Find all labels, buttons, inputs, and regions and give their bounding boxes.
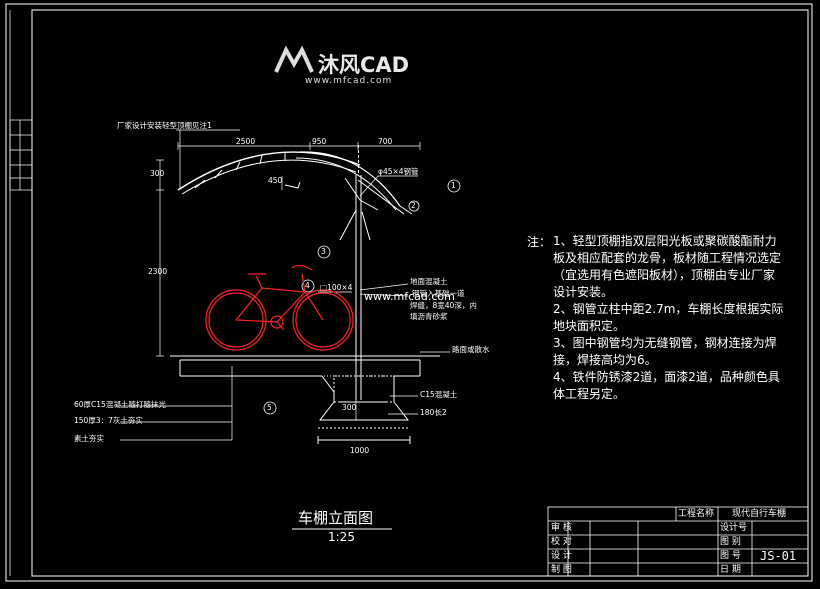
dim-left-tall: 2300 — [148, 267, 168, 276]
dim-top-left: 2500 — [236, 137, 256, 146]
canopy — [177, 151, 413, 215]
logo-url: www.mfcad.com — [305, 76, 393, 86]
drawing-title: 车棚立面图 — [298, 509, 374, 527]
label-canopy-note: 厂家设计安装轻型顶棚见注1 — [117, 121, 212, 130]
label-anchor-2: 焊缝，8宽40深，内 — [410, 301, 477, 310]
callout-5 — [263, 401, 277, 415]
callout-3-number: 3 — [321, 247, 326, 256]
title-block-project-label: 工程名称 — [678, 509, 715, 519]
label-layer-2: 150厚3：7灰土夯实 — [74, 416, 143, 425]
callout-1-number: 1 — [451, 181, 456, 190]
label-footing-concrete: C15混凝土 — [420, 390, 458, 399]
binding-strip — [9, 10, 33, 576]
callout-4-number: 4 — [305, 281, 310, 290]
label-column: □100×4 — [320, 283, 353, 292]
leader-lines — [120, 129, 450, 441]
note-item: 1、轻型顶棚指双层阳光板或聚碳酸酯耐力板及相应配套的龙骨，板材随工程情况选定（宜… — [553, 234, 782, 299]
callout-3 — [317, 245, 331, 259]
note-item: 4、铁件防锈漆2道，面漆2道，品种颜色具体工程另定。 — [553, 370, 780, 401]
title-block-right-label: 图 号 — [720, 551, 741, 561]
title-block-row-label: 校 对 — [551, 537, 572, 547]
callout-markers — [263, 179, 461, 415]
drawing-scale: 1:25 — [328, 530, 355, 544]
label-layer-1: 60厚C15混凝土随打随抹光 — [74, 400, 166, 409]
label-road: 路面或散水 — [452, 345, 490, 354]
title-block-drawing-number: JS-01 — [760, 549, 797, 563]
label-footing-size: 180长2 — [420, 408, 447, 417]
dim-inner-small: 450 — [268, 176, 283, 185]
outer-frame — [5, 3, 813, 582]
watermark-text: www.mfcad.com — [364, 290, 455, 303]
label-ground-concrete: 地面混凝土 — [410, 277, 448, 286]
inner-frame — [31, 9, 809, 577]
title-block-right-label: 日 期 — [720, 565, 741, 575]
note-item: 2、钢管立柱中距2.7m，车棚长度根据实际地块面积定。 — [553, 302, 784, 333]
label-anchor-1: 钢管入基础一道 — [412, 289, 465, 298]
label-layer-3: 素土夯实 — [74, 434, 104, 443]
logo-text: 沐风CAD — [318, 53, 410, 77]
callout-4 — [301, 279, 315, 293]
notes-heading: 注： — [527, 235, 552, 249]
title-block-right-label: 设计号 — [720, 523, 748, 533]
title-block-row-label: 设 计 — [551, 551, 572, 561]
label-anchor-3: 填沥青砂浆 — [410, 312, 448, 321]
title-block-grid — [547, 506, 809, 577]
dimension-lines — [156, 142, 421, 420]
title-block-right-label: 图 别 — [720, 537, 741, 547]
callout-5-number: 5 — [267, 403, 272, 412]
dim-top-right: 700 — [378, 137, 393, 146]
title-block-project-name: 现代自行车棚 — [732, 509, 787, 519]
callout-2 — [408, 200, 420, 212]
label-steel-pipe: φ45×4钢管 — [378, 167, 419, 176]
steel-column — [339, 145, 405, 400]
callout-1 — [447, 179, 461, 193]
title-block-row-label: 审 核 — [551, 523, 572, 533]
dim-left-small: 300 — [150, 169, 165, 178]
bicycle-figure — [205, 264, 354, 351]
dim-top-mid: 950 — [312, 137, 327, 146]
dim-base: 1000 — [350, 446, 370, 455]
dim-foot: 300 — [342, 403, 357, 412]
callout-2-number: 2 — [411, 201, 416, 210]
logo — [272, 44, 316, 80]
logo-mark-icon — [274, 45, 314, 73]
ground-foundation — [170, 355, 440, 444]
note-item: 3、图中钢管均为无缝钢管，钢材连接为焊接，焊接高均为6。 — [553, 336, 777, 367]
title-block-row-label: 制 图 — [551, 565, 572, 575]
